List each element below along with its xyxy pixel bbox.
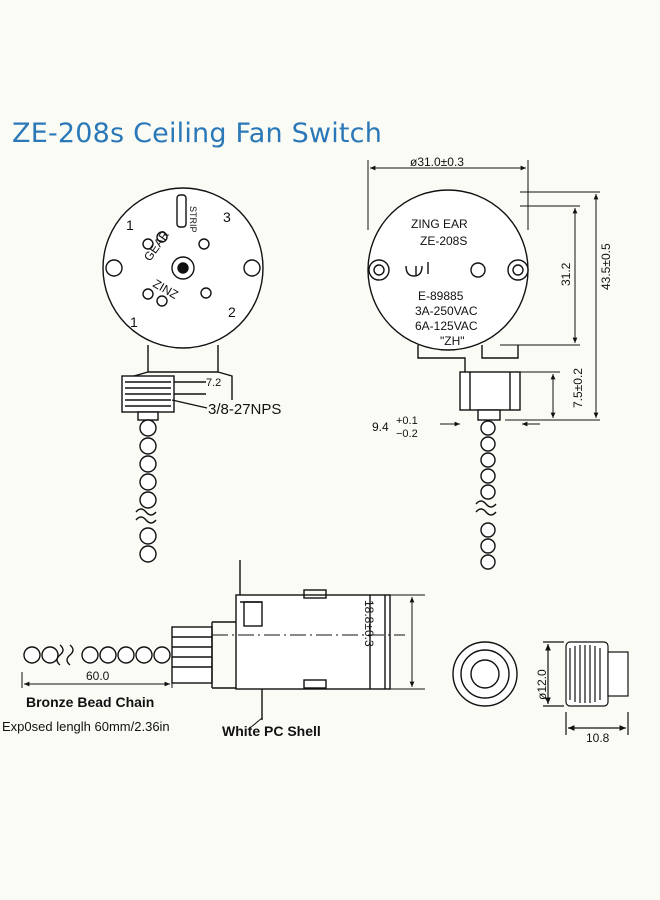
side-threaded-bushing [171,626,213,684]
neck-width-dimension: 9.4 [372,420,389,434]
total-height-dimension: 43.5±0.5 [599,243,613,290]
back-rating-2: 6A-125VAC [415,319,478,333]
knob-side [543,641,629,735]
chain-length-dimension: 60.0 [86,669,110,683]
front-view [102,187,264,563]
neck-width-minus-tolerance: −0.2 [396,428,418,440]
back-dimension-lines [367,160,600,427]
side-dimension-lines [21,594,425,729]
chain-label: Bronze Bead Chain [26,694,155,710]
side-bead-chain [23,646,171,664]
knob-diameter-dimension: ø12.0 [535,669,549,700]
terminal-label-2: 2 [228,304,236,320]
exposed-length-note: Exp0sed lenglh 60mm/2.36in [2,719,170,734]
side-view [23,560,405,720]
terminal-label-1b: 1 [130,314,138,330]
back-view [367,189,529,570]
terminal-label-1: 1 [126,217,134,233]
front-left-ear [105,259,123,277]
thread-width-dimension: 7.2 [206,377,221,389]
knob-length-dimension: 10.8 [586,731,610,745]
front-terminal-labels: 1 3 1 2 [126,209,236,330]
front-center-hole [171,256,195,280]
back-left-ear [368,259,390,281]
front-bead-chain [139,419,157,563]
back-thread-neck [459,371,521,411]
back-code: "ZH" [440,334,465,348]
back-brand-label: ZING EAR [411,217,468,231]
back-file-number: E-89885 [418,289,464,303]
csa-mark [470,262,486,278]
ul-mark [405,262,429,277]
back-label-text: ZING EAR ZE-208S E-89885 3A-250VAC 6A-12… [411,217,478,348]
back-bead-chain [480,420,496,570]
thread-spec-label: 3/8-27NPS [208,401,281,418]
body-height-dimension: 31.2 [559,262,573,286]
neck-length-dimension: 7.5±0.2 [571,368,585,408]
page-title: ZE-208s Ceiling Fan Switch [12,118,383,149]
back-model-label: ZE-208S [420,234,467,248]
shell-label: White PC Shell [222,723,321,739]
knob-front [452,641,518,707]
front-right-ear [243,259,261,277]
terminal-label-3: 3 [223,209,231,225]
shell-height-dimension: 18.8±0.3 [362,600,376,647]
back-right-ear [507,259,529,281]
strip-gauge [176,194,187,228]
neck-width-plus-tolerance: +0.1 [396,415,418,427]
strip-label: STRIP [188,206,198,233]
back-rating-1: 3A-250VAC [415,304,478,318]
diameter-dimension: ø31.0±0.3 [410,155,464,169]
